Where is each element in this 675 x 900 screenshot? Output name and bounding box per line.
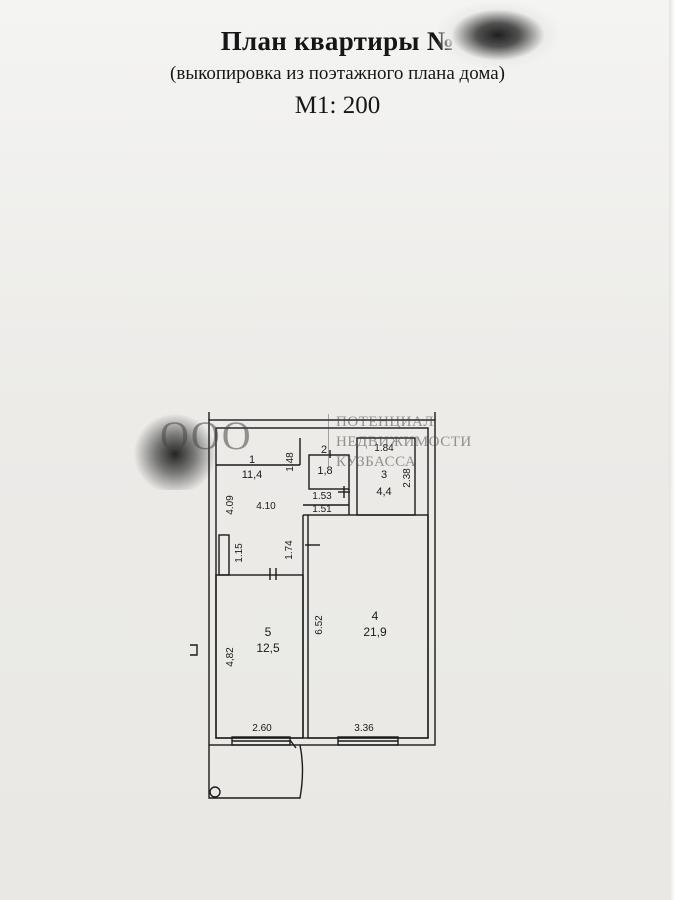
room-5-number: 5 — [265, 625, 272, 639]
balcony-post — [209, 786, 221, 798]
entry-mark — [190, 644, 198, 656]
watermark-text-1: ПОТЕНЦИАЛ — [336, 414, 434, 430]
dim-1-48: 1.48 — [285, 452, 296, 472]
paper-edge — [669, 0, 675, 900]
dim-1-84: 1.84 — [374, 443, 394, 454]
dim-1-53: 1.53 — [312, 491, 332, 502]
dim-1-51: 1.51 — [312, 504, 332, 515]
dim-2-38: 2.38 — [402, 468, 413, 488]
dim-1-74: 1.74 — [284, 540, 295, 560]
room-1-area: 11,4 — [242, 469, 263, 481]
dim-2-60: 2.60 — [252, 723, 272, 734]
redaction-blot-2 — [130, 410, 220, 490]
room-2-number: 2 — [321, 444, 327, 456]
dim-6-52: 6.52 — [314, 615, 325, 635]
room-2-area: 1,8 — [317, 465, 332, 477]
document-title: План квартиры № — [220, 26, 455, 56]
redaction-blot — [438, 2, 558, 68]
floor-plan: 1 11,4 2 1,8 3 4,4 4 21,9 5 12,5 1.84 1.… — [190, 412, 436, 799]
room-4-area: 21,9 — [363, 625, 387, 639]
outer-wall — [208, 419, 436, 746]
room-1-number: 1 — [249, 454, 255, 466]
room-4-number: 4 — [372, 609, 379, 623]
document-subtitle: (выкопировка из поэтажного плана дома) — [170, 63, 505, 84]
closet — [218, 534, 230, 576]
dim-4-10: 4.10 — [256, 501, 276, 512]
watermark-divider — [328, 414, 329, 468]
balcony — [208, 744, 304, 799]
dim-4-82: 4,82 — [225, 647, 236, 667]
room-2-walls — [308, 454, 350, 490]
dim-4-09: 4.09 — [225, 495, 236, 515]
watermark-text-3: КУЗБАССА — [336, 454, 417, 470]
watermark-text-2: НЕДВИЖИМОСТИ — [336, 434, 472, 450]
room-3-walls — [356, 437, 416, 516]
room-3-number: 3 — [381, 469, 387, 481]
dim-3-36: 3.36 — [354, 723, 374, 734]
watermark-logo-letters: ООО — [160, 413, 253, 458]
dim-1-15: 1.15 — [234, 543, 245, 563]
room-5-area: 12,5 — [256, 641, 280, 655]
scale-label: М1: 200 — [294, 92, 381, 119]
room-3-area: 4,4 — [376, 486, 391, 498]
